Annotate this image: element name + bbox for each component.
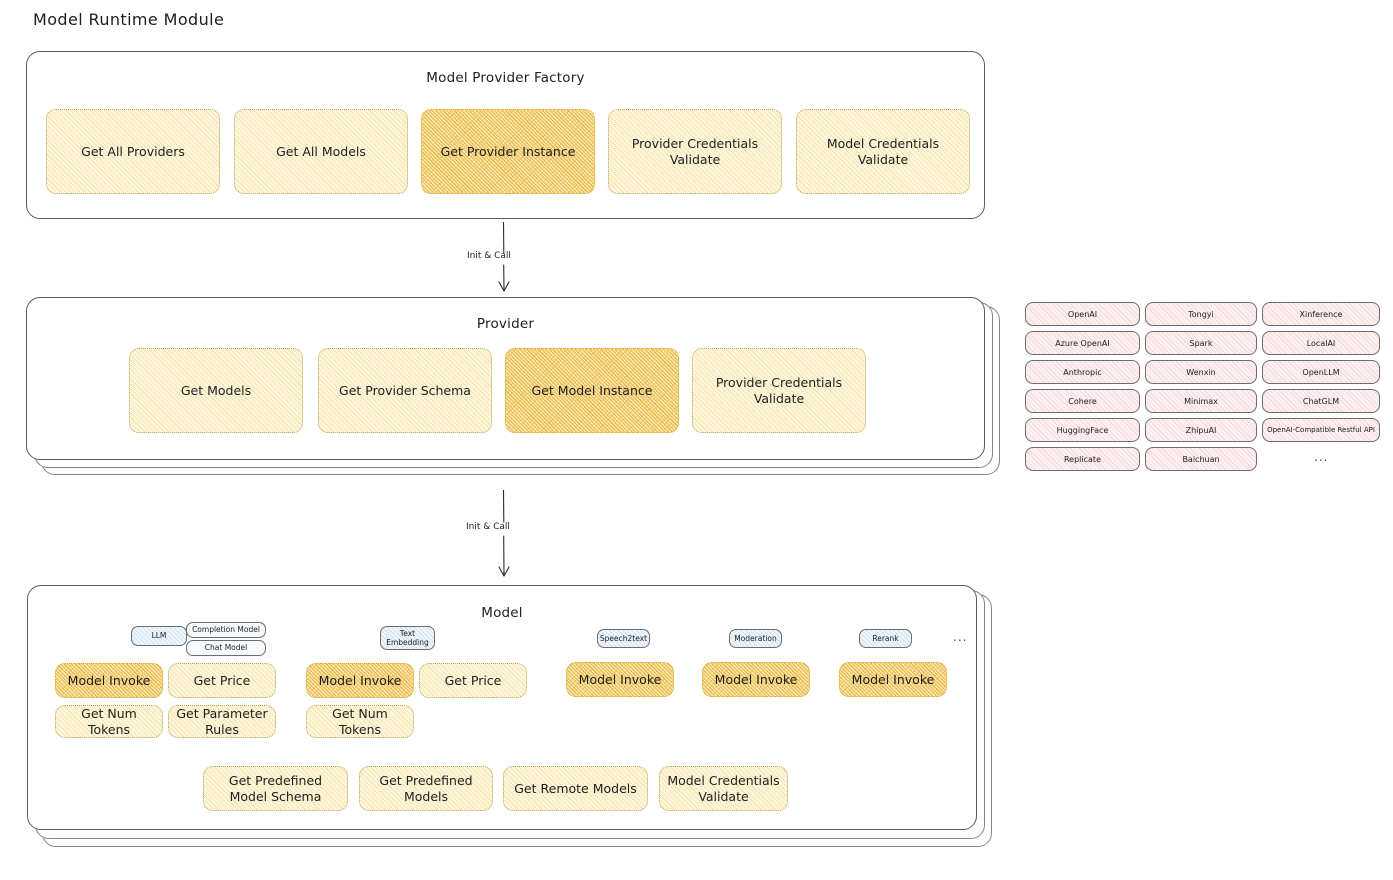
provider-list: OpenAI Azure OpenAI Anthropic Cohere Hug… [1025, 302, 1380, 477]
model-group-badge-moderation[interactable]: Moderation [729, 629, 782, 648]
model-text-embedding-node-model-invoke[interactable]: Model Invoke [306, 663, 414, 698]
model-title: Model [481, 605, 523, 621]
provider-node-get-provider-schema[interactable]: Get Provider Schema [318, 348, 492, 433]
factory-node-get-provider-instance[interactable]: Get Provider Instance [421, 109, 595, 194]
page-title: Model Runtime Module [33, 10, 225, 29]
model-group-subbadge-completion-model[interactable]: Completion Model [186, 622, 266, 638]
model-groups-more: ... [953, 630, 968, 644]
provider-title: Provider [476, 316, 535, 332]
provider-chip-zhipuai[interactable]: ZhipuAI [1145, 418, 1257, 442]
arrow-provider-to-model: Init & Call [466, 489, 538, 582]
provider-list-more: ... [1314, 450, 1329, 464]
model-llm-node-get-parameter-rules[interactable]: Get Parameter Rules [168, 705, 276, 738]
model-moderation-node-model-invoke[interactable]: Model Invoke [702, 662, 810, 697]
provider-node-get-model-instance[interactable]: Get Model Instance [505, 348, 679, 433]
model-common-node-model-credentials-validate[interactable]: Model Credentials Validate [659, 766, 788, 811]
provider-chip-openai-compatible-restful-api[interactable]: OpenAI-Compatible Restful API [1262, 418, 1380, 442]
provider-chip-spark[interactable]: Spark [1145, 331, 1257, 355]
provider-chip-azure-openai[interactable]: Azure OpenAI [1025, 331, 1140, 355]
provider-chip-openllm[interactable]: OpenLLM [1262, 360, 1380, 384]
provider-card: Provider Get Models Get Provider Schema … [26, 297, 985, 460]
provider-chip-chatglm[interactable]: ChatGLM [1262, 389, 1380, 413]
provider-chip-replicate[interactable]: Replicate [1025, 447, 1140, 471]
provider-chip-baichuan[interactable]: Baichuan [1145, 447, 1257, 471]
model-rerank-node-model-invoke[interactable]: Model Invoke [839, 662, 947, 697]
model-common-node-get-predefined-model-schema[interactable]: Get Predefined Model Schema [203, 766, 348, 811]
model-provider-factory-title: Model Provider Factory [426, 70, 585, 86]
provider-chip-anthropic[interactable]: Anthropic [1025, 360, 1140, 384]
factory-node-get-all-models[interactable]: Get All Models [234, 109, 408, 194]
model-group-badge-rerank[interactable]: Rerank [859, 629, 912, 648]
model-llm-node-get-price[interactable]: Get Price [168, 663, 276, 698]
model-llm-node-model-invoke[interactable]: Model Invoke [55, 663, 163, 698]
model-group-badge-speech2text[interactable]: Speech2text [597, 629, 650, 648]
provider-chip-tongyi[interactable]: Tongyi [1145, 302, 1257, 326]
arrow-factory-to-provider-label: Init & Call [467, 251, 511, 261]
factory-node-model-credentials-validate[interactable]: Model Credentials Validate [796, 109, 970, 194]
model-common-node-get-remote-models[interactable]: Get Remote Models [503, 766, 648, 811]
provider-chip-cohere[interactable]: Cohere [1025, 389, 1140, 413]
arrow-factory-to-provider: Init & Call [467, 221, 535, 297]
factory-node-get-all-providers[interactable]: Get All Providers [46, 109, 220, 194]
arrow-down-icon [498, 489, 510, 577]
provider-chip-openai[interactable]: OpenAI [1025, 302, 1140, 326]
provider-chip-xinference[interactable]: Xinference [1262, 302, 1380, 326]
provider-chip-wenxin[interactable]: Wenxin [1145, 360, 1257, 384]
provider-node-provider-credentials-validate[interactable]: Provider Credentials Validate [692, 348, 866, 433]
model-card: Model LLM Completion Model Chat Model Mo… [27, 585, 977, 830]
arrow-down-icon [498, 221, 510, 292]
model-llm-node-get-num-tokens[interactable]: Get Num Tokens [55, 705, 163, 738]
provider-node-get-models[interactable]: Get Models [129, 348, 303, 433]
arrow-provider-to-model-label: Init & Call [466, 522, 510, 532]
model-text-embedding-node-get-num-tokens[interactable]: Get Num Tokens [306, 705, 414, 738]
model-group-subbadge-chat-model[interactable]: Chat Model [186, 640, 266, 656]
model-text-embedding-node-get-price[interactable]: Get Price [419, 663, 527, 698]
model-speech2text-node-model-invoke[interactable]: Model Invoke [566, 662, 674, 697]
model-group-badge-text-embedding[interactable]: Text Embedding [380, 626, 435, 650]
factory-node-provider-credentials-validate[interactable]: Provider Credentials Validate [608, 109, 782, 194]
model-group-badge-llm[interactable]: LLM [131, 626, 187, 646]
model-common-node-get-predefined-models[interactable]: Get Predefined Models [359, 766, 493, 811]
provider-chip-minimax[interactable]: Minimax [1145, 389, 1257, 413]
model-provider-factory-card: Model Provider Factory Get All Providers… [26, 51, 985, 219]
provider-chip-localai[interactable]: LocalAI [1262, 331, 1380, 355]
provider-chip-huggingface[interactable]: HuggingFace [1025, 418, 1140, 442]
